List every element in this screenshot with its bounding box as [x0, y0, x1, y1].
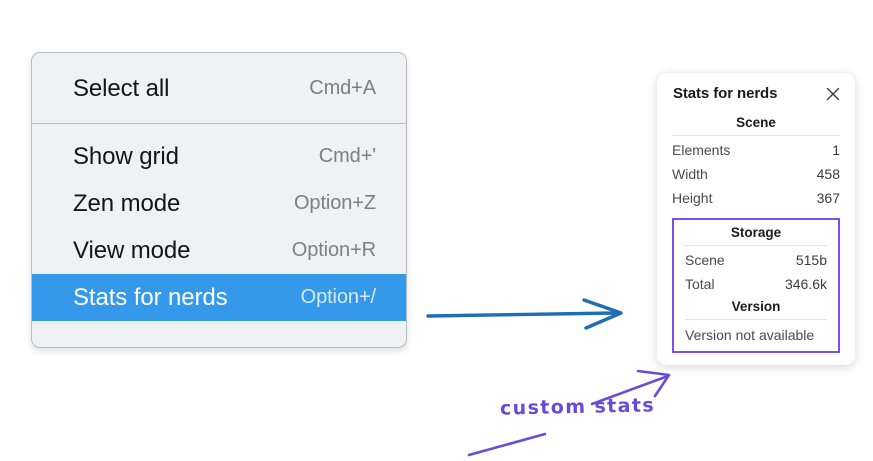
menu-item-label: Stats for nerds: [73, 283, 228, 311]
menu-item-zen-mode[interactable]: Zen mode Option+Z: [32, 180, 406, 227]
version-not-available-text: Version not available: [685, 326, 815, 343]
menu-item-show-grid[interactable]: Show grid Cmd+': [32, 133, 406, 180]
custom-stats-underline: [467, 432, 547, 457]
menu-item-shortcut: Option+R: [291, 239, 376, 261]
stats-section-version: Version Version not available: [685, 297, 827, 344]
menu-item-shortcut: Cmd+': [318, 145, 376, 167]
menu-bottom-padding: [32, 321, 406, 338]
stat-value: 1: [832, 142, 840, 158]
stat-row-storage-total: Total 346.6k: [685, 273, 827, 297]
stat-row-width: Width 458: [672, 163, 840, 187]
stats-panel-header: Stats for nerds: [657, 85, 855, 102]
menu-item-select-all[interactable]: Select all Cmd+A: [32, 65, 406, 112]
menu-item-shortcut: Option+Z: [293, 192, 376, 214]
menu-group-view: Show grid Cmd+' Zen mode Option+Z View m…: [32, 124, 406, 347]
section-title-version: Version: [731, 298, 781, 314]
menu-separator: [32, 123, 406, 124]
section-title-storage: Storage: [730, 224, 782, 240]
stat-label: Total: [685, 275, 715, 292]
stat-row-height: Height 367: [672, 187, 840, 211]
menu-item-label: Select all: [73, 74, 170, 102]
stat-label: Elements: [672, 142, 731, 158]
section-divider: [685, 244, 827, 246]
stats-section-scene: Scene Elements 1 Width 458 Height 367: [672, 114, 840, 211]
stat-value: 346.6k: [784, 275, 827, 292]
menu-item-stats-for-nerds[interactable]: Stats for nerds Option+/: [32, 274, 406, 321]
menu-item-label: Show grid: [73, 142, 179, 170]
stat-row-elements: Elements 1: [672, 139, 840, 163]
stat-label: Height: [672, 189, 713, 206]
menu-item-shortcut: Option+/: [300, 286, 376, 308]
section-title-scene: Scene: [736, 115, 776, 130]
section-divider: [685, 318, 827, 320]
menu-to-panel-arrow: [426, 298, 623, 330]
stat-value: 367: [816, 189, 840, 206]
stat-label: Width: [672, 165, 708, 182]
custom-stats-highlight-box: Storage Scene 515b Total 346.6k Version …: [672, 217, 840, 353]
stat-value: 515b: [795, 251, 827, 268]
menu-item-view-mode[interactable]: View mode Option+R: [32, 227, 406, 274]
canvas-context-menu: Select all Cmd+A Show grid Cmd+' Zen mod…: [31, 52, 407, 348]
custom-stats-note: custom stats: [499, 394, 656, 420]
stats-panel-title: Stats for nerds: [673, 85, 778, 102]
section-divider: [672, 135, 840, 136]
menu-group-selection: Select all Cmd+A: [32, 53, 406, 123]
menu-item-shortcut: Cmd+A: [309, 77, 376, 99]
menu-item-label: Zen mode: [73, 189, 181, 217]
stat-row-storage-scene: Scene 515b: [685, 249, 827, 273]
stats-section-storage: Storage Scene 515b Total 346.6k: [685, 223, 827, 297]
stats-panel-body: Scene Elements 1 Width 458 Height 367 St…: [657, 114, 855, 353]
close-icon[interactable]: [825, 86, 841, 102]
stats-for-nerds-panel: Stats for nerds Scene Elements 1 Width 4…: [657, 73, 855, 365]
menu-item-label: View mode: [73, 236, 191, 264]
stat-value: 458: [816, 165, 840, 182]
stat-label: Scene: [685, 251, 725, 268]
